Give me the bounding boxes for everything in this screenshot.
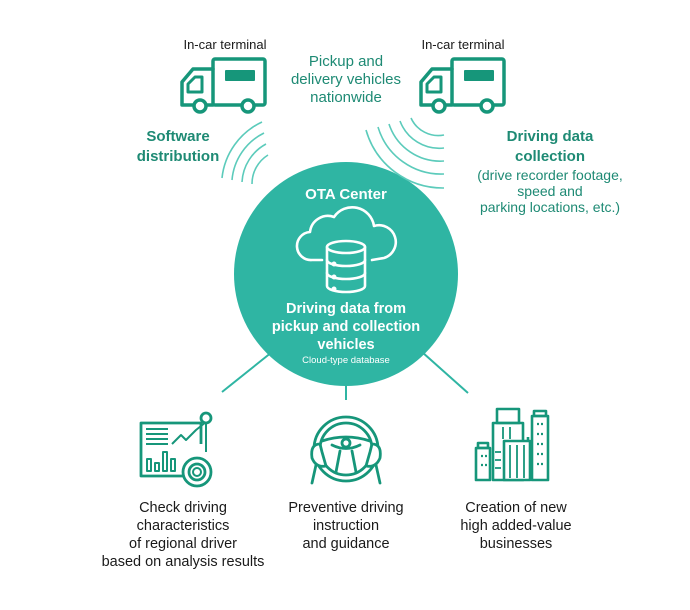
steering-wheel-icon bbox=[310, 415, 382, 485]
software-distribution-label: Software distribution bbox=[118, 127, 238, 167]
software-distribution-line: distribution bbox=[136, 148, 220, 165]
data-collection-detail-line: parking locations, etc.) bbox=[479, 199, 621, 215]
signal-waves-left bbox=[221, 121, 269, 185]
outcome-analysis-line: of regional driver bbox=[129, 536, 237, 552]
outcome-analysis-line: characteristics bbox=[136, 518, 230, 534]
outcome-preventive-line: instruction bbox=[312, 518, 380, 534]
ota-center-subtitle-line: pickup and collection bbox=[271, 319, 421, 335]
outcome-analysis: Check driving characteristics of regiona… bbox=[78, 499, 288, 571]
outcome-new-business-line: Creation of new bbox=[465, 500, 567, 516]
vehicles-caption: Pickup and delivery vehicles nationwide bbox=[266, 53, 426, 107]
truck-icon-right bbox=[419, 57, 506, 114]
ota-center-caption: Cloud-type database bbox=[302, 355, 390, 366]
signal-waves-right bbox=[365, 117, 445, 189]
data-collection-title-line: collection bbox=[514, 148, 585, 165]
software-distribution-line: Software bbox=[146, 128, 210, 145]
city-buildings-icon bbox=[474, 407, 550, 482]
outcome-new-business-line: high added-value bbox=[460, 518, 572, 534]
ota-center-title: OTA Center bbox=[305, 186, 387, 203]
connector-line-left bbox=[221, 351, 273, 393]
outcome-analysis-line: based on analysis results bbox=[101, 554, 265, 570]
vehicles-caption-line: delivery vehicles bbox=[290, 71, 402, 88]
outcome-analysis-line: Check driving bbox=[139, 500, 227, 516]
vehicles-caption-line: nationwide bbox=[310, 89, 382, 106]
ota-center-circle bbox=[234, 162, 458, 386]
outcome-new-business: Creation of new high added-value busines… bbox=[436, 499, 596, 553]
left-terminal-label: In-car terminal bbox=[183, 37, 267, 52]
cloud-database-icon bbox=[295, 206, 397, 294]
right-terminal-label: In-car terminal bbox=[421, 37, 505, 52]
vehicles-caption-line: Pickup and bbox=[308, 53, 384, 70]
outcome-new-business-line: businesses bbox=[479, 536, 553, 552]
data-collection-label: Driving data collection (drive recorder … bbox=[455, 127, 645, 215]
truck-icon-left bbox=[180, 57, 267, 114]
data-collection-detail-line: speed and bbox=[517, 183, 583, 199]
ota-center-subtitle-line: vehicles bbox=[317, 337, 375, 353]
ota-center-subtitle: Driving data from pickup and collection … bbox=[246, 300, 446, 354]
data-collection-title-line: Driving data bbox=[506, 128, 594, 145]
outcome-preventive-line: and guidance bbox=[302, 536, 390, 552]
outcome-preventive-line: Preventive driving bbox=[288, 500, 404, 516]
data-collection-detail-line: (drive recorder footage, bbox=[477, 167, 623, 183]
connector-line-right bbox=[421, 351, 469, 394]
outcome-preventive: Preventive driving instruction and guida… bbox=[266, 499, 426, 553]
ota-center-subtitle-line: Driving data from bbox=[285, 301, 407, 317]
analytics-dashboard-icon bbox=[139, 411, 213, 488]
